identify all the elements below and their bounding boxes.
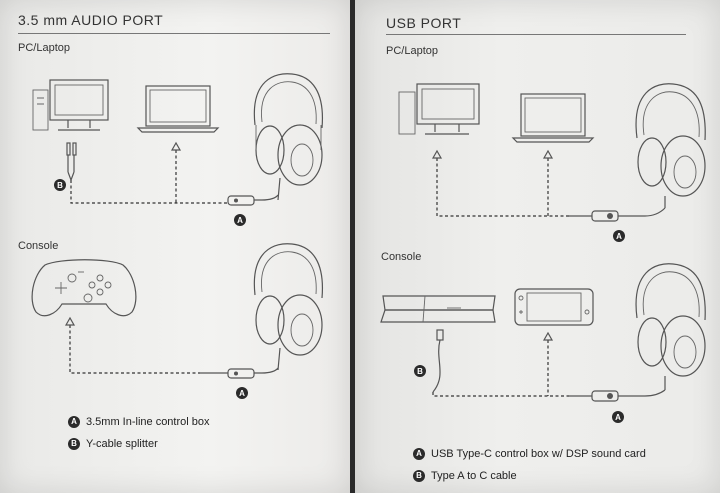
console-heading: Console (381, 251, 422, 263)
inline-control-box-icon (227, 194, 279, 206)
audio-port-diagram: B A (31, 73, 324, 399)
audio-port-title: 3.5 mm AUDIO PORT (18, 12, 164, 28)
headset-icon (253, 73, 324, 201)
usb-a-to-c-cable-icon (432, 329, 444, 393)
right-manual-page: USB PORT PC/Laptop Console (355, 0, 720, 493)
legend-item-a: A 3.5mm In-line control box (68, 416, 210, 428)
monitor-icon (32, 79, 109, 131)
title-divider (18, 33, 330, 34)
badge-b-pc: B (54, 179, 66, 191)
legend-badge: A (413, 448, 425, 460)
badge-b-console: B (414, 365, 426, 377)
headset-icon-console (635, 263, 706, 390)
svg-text:A: A (237, 216, 243, 225)
pc-laptop-heading: PC/Laptop (18, 42, 70, 54)
game-console-icon (380, 295, 496, 323)
handheld-console-icon (514, 288, 594, 326)
legend-item-b: B Y-cable splitter (68, 438, 158, 450)
legend-item-b: B Type A to C cable (413, 470, 517, 482)
svg-text:A: A (616, 232, 622, 241)
badge-a-pc: A (234, 214, 246, 226)
badge-a-console: A (236, 387, 248, 399)
legend-text: USB Type-C control box w/ DSP sound card (431, 448, 646, 460)
legend-item-a: A USB Type-C control box w/ DSP sound ca… (413, 448, 646, 460)
legend-text: 3.5mm In-line control box (86, 416, 210, 428)
left-manual-page: 3.5 mm AUDIO PORT PC/Laptop Console (0, 0, 350, 493)
legend-text: Y-cable splitter (86, 438, 158, 450)
laptop-icon (136, 85, 220, 133)
gamepad-icon (31, 259, 137, 317)
badge-a-pc: A (613, 230, 625, 242)
svg-text:B: B (57, 181, 63, 190)
title-divider (386, 34, 686, 35)
console-heading: Console (18, 240, 59, 252)
legend-text: Type A to C cable (431, 470, 517, 482)
legend-badge: B (413, 470, 425, 482)
usb-port-title: USB PORT (386, 15, 462, 31)
headset-icon (635, 83, 706, 208)
pc-laptop-heading: PC/Laptop (386, 45, 438, 57)
y-cable-splitter-icon (66, 142, 77, 182)
headset-icon-console (253, 243, 324, 371)
laptop-icon (511, 93, 595, 143)
svg-text:B: B (417, 367, 423, 376)
usb-control-box-icon (569, 207, 666, 222)
svg-text:A: A (239, 389, 245, 398)
svg-text:A: A (615, 413, 621, 422)
badge-a-console: A (612, 411, 624, 423)
usb-control-box-icon-console (569, 389, 666, 402)
usb-port-diagram: A (380, 83, 706, 423)
monitor-icon (398, 83, 480, 135)
legend-badge: A (68, 416, 80, 428)
inline-control-box-icon-console (200, 367, 279, 379)
legend-badge: B (68, 438, 80, 450)
